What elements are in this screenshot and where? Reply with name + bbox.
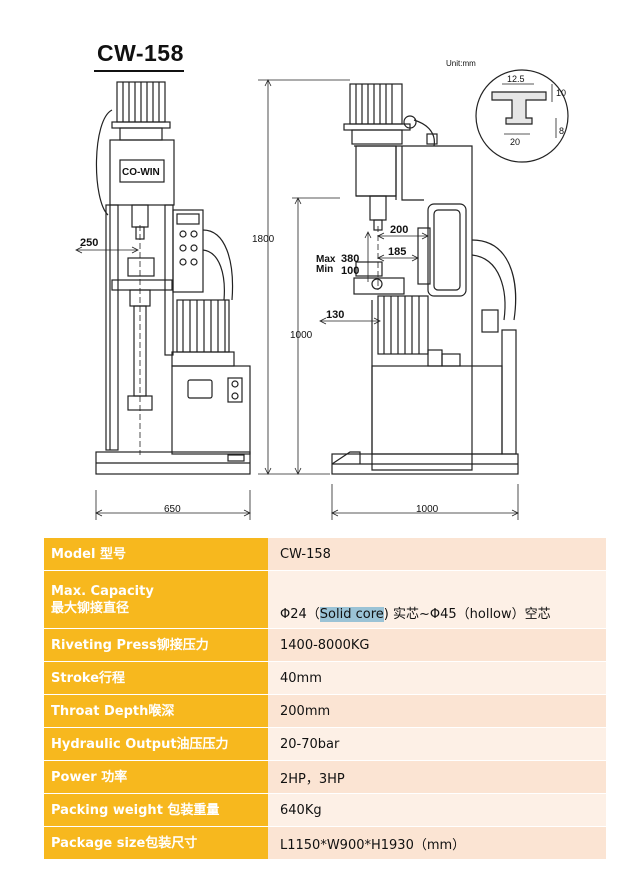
spec-row-capacity: Max. Capacity 最大铆接直径 Φ24（Solid core) 实芯~… xyxy=(44,570,606,629)
spec-row-model: Model 型号 CW-158 xyxy=(44,538,606,571)
detail-view xyxy=(475,69,569,163)
capacity-value-end: ) 实芯~Φ45（hollow）空芯 xyxy=(383,607,551,622)
dim-throat: 200 xyxy=(390,224,408,236)
capacity-highlight: Solid core xyxy=(319,607,384,622)
dim-height: 1800 xyxy=(252,234,275,245)
unit-label: Unit:mm xyxy=(446,59,476,68)
spec-row-power: Power 功率 2HP，3HP xyxy=(44,760,606,794)
detail-bottom: 20 xyxy=(510,137,520,147)
title-underline xyxy=(94,70,184,72)
dim-max-label: Max xyxy=(316,254,336,265)
dim-min-label: Min xyxy=(316,264,333,275)
dim-depth: 130 xyxy=(326,309,344,321)
spec-table: Model 型号 CW-158 Max. Capacity 最大铆接直径 Φ24… xyxy=(44,538,606,860)
dim-offset: 185 xyxy=(388,246,406,258)
product-title: CW-158 xyxy=(97,40,184,66)
spec-value: 200mm xyxy=(268,694,606,728)
dim-arm: 250 xyxy=(80,237,98,249)
spec-label: Model 型号 xyxy=(44,538,268,571)
spec-row-press: Riveting Press铆接压力 1400-8000KG xyxy=(44,628,606,662)
dim-front-width: 650 xyxy=(164,504,181,515)
side-view xyxy=(319,83,519,520)
dim-base-height: 1000 xyxy=(290,330,313,341)
spec-label: Power 功率 xyxy=(44,760,268,794)
spec-label: Packing weight 包装重量 xyxy=(44,793,268,827)
spec-value: Φ24（Solid core) 实芯~Φ45（hollow）空芯 xyxy=(268,570,606,629)
spec-label: Riveting Press铆接压力 xyxy=(44,628,268,662)
spec-value: 2HP，3HP xyxy=(268,760,606,794)
spec-row-weight: Packing weight 包装重量 640Kg xyxy=(44,793,606,827)
spec-label: Hydraulic Output油压压力 xyxy=(44,727,268,761)
spec-value: 1400-8000KG xyxy=(268,628,606,662)
front-view xyxy=(75,81,251,520)
dim-min-val: 100 xyxy=(341,265,359,277)
spec-label: Package size包装尺寸 xyxy=(44,826,268,860)
spec-label: Stroke行程 xyxy=(44,661,268,695)
spec-row-stroke: Stroke行程 40mm xyxy=(44,661,606,695)
spec-label: Max. Capacity 最大铆接直径 xyxy=(44,570,268,629)
spec-value: L1150*W900*H1930（mm） xyxy=(268,826,606,860)
spec-row-hydraulic: Hydraulic Output油压压力 20-70bar xyxy=(44,727,606,761)
detail-right-top: 10 xyxy=(556,88,566,98)
spec-value: 640Kg xyxy=(268,793,606,827)
technical-drawing: Unit:mm CO-WIN 250 1800 650 200 185 Max … xyxy=(75,59,569,520)
spec-value: 40mm xyxy=(268,661,606,695)
spec-row-throat: Throat Depth喉深 200mm xyxy=(44,694,606,728)
capacity-label-en: Max. Capacity xyxy=(51,583,154,599)
dim-max-val: 380 xyxy=(341,253,359,265)
spec-value: CW-158 xyxy=(268,538,606,571)
spec-row-size: Package size包装尺寸 L1150*W900*H1930（mm） xyxy=(44,826,606,860)
detail-top: 12.5 xyxy=(507,74,525,84)
dim-side-width: 1000 xyxy=(416,504,439,515)
height-dimension xyxy=(258,79,350,475)
spec-label: Throat Depth喉深 xyxy=(44,694,268,728)
capacity-value-start: Φ24（ xyxy=(280,607,320,622)
detail-right-bottom: 8 xyxy=(559,126,564,136)
spec-value: 20-70bar xyxy=(268,727,606,761)
brand-logo-text: CO-WIN xyxy=(122,167,160,178)
capacity-label-cn: 最大铆接直径 xyxy=(51,600,130,616)
